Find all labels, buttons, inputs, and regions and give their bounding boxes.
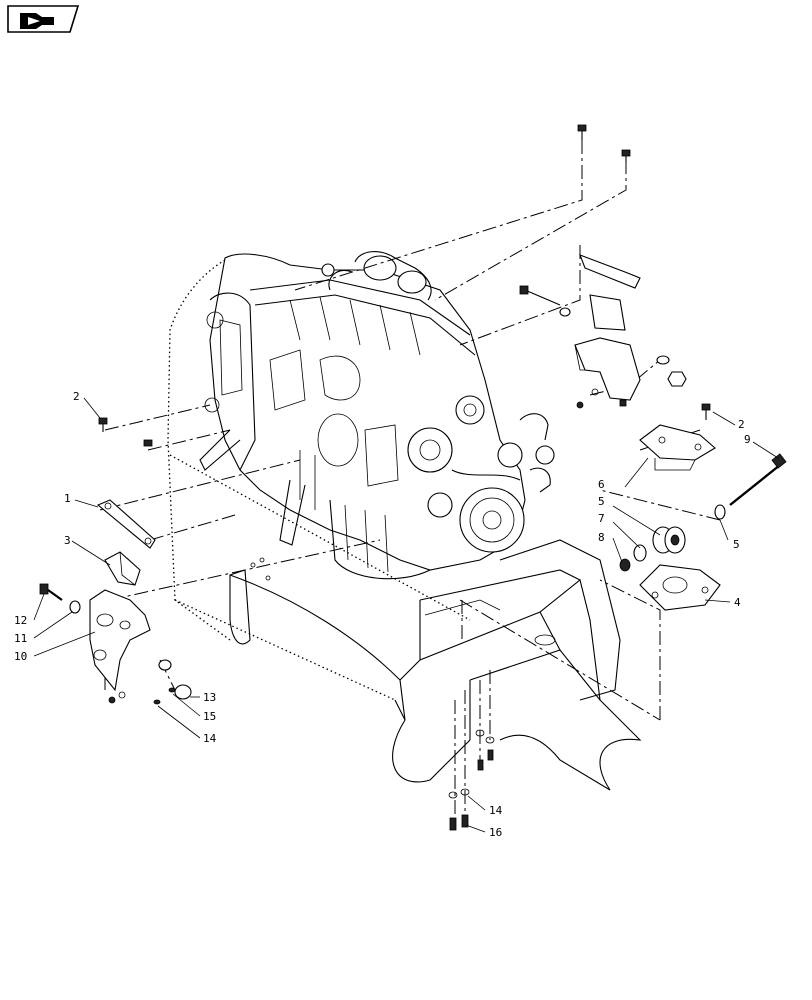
callout-6: 6	[598, 478, 605, 491]
upper-mount-bracket	[519, 254, 687, 409]
callout-3: 3	[64, 534, 71, 547]
callout-2-right: 2	[738, 418, 745, 431]
top-bolts	[577, 124, 631, 162]
callout-5-bottom: 5	[733, 538, 740, 551]
callout-labels: 2 2 9 6 5 7 8 5 4 1 3 12 11 10 13 15 14 …	[14, 390, 751, 839]
chassis-frame	[167, 259, 642, 791]
callout-16: 16	[489, 826, 502, 839]
right-mount-parts	[619, 403, 787, 611]
callout-11: 11	[14, 632, 27, 645]
callout-1: 1	[64, 492, 71, 505]
callout-13: 13	[203, 691, 216, 704]
callout-15: 15	[203, 710, 216, 723]
assembly-leader-lines	[99, 140, 721, 820]
bottom-fasteners	[448, 729, 495, 831]
engine-assembly	[199, 251, 555, 580]
callout-5-top: 5	[598, 495, 605, 508]
callout-10: 10	[14, 650, 27, 663]
hex-bolt-icon	[577, 124, 587, 140]
callout-8: 8	[598, 531, 605, 544]
callout-9: 9	[744, 433, 751, 446]
callout-12: 12	[14, 614, 27, 627]
left-mount-parts	[39, 417, 192, 705]
hex-bolt-icon	[621, 149, 631, 162]
callout-4: 4	[734, 596, 741, 609]
callout-7: 7	[598, 512, 605, 525]
book-arrow-icon[interactable]	[6, 4, 80, 34]
callout-14-left: 14	[203, 732, 217, 745]
callout-2-left: 2	[73, 390, 80, 403]
callout-leaders	[33, 397, 779, 833]
callout-14-bottom: 14	[489, 804, 503, 817]
